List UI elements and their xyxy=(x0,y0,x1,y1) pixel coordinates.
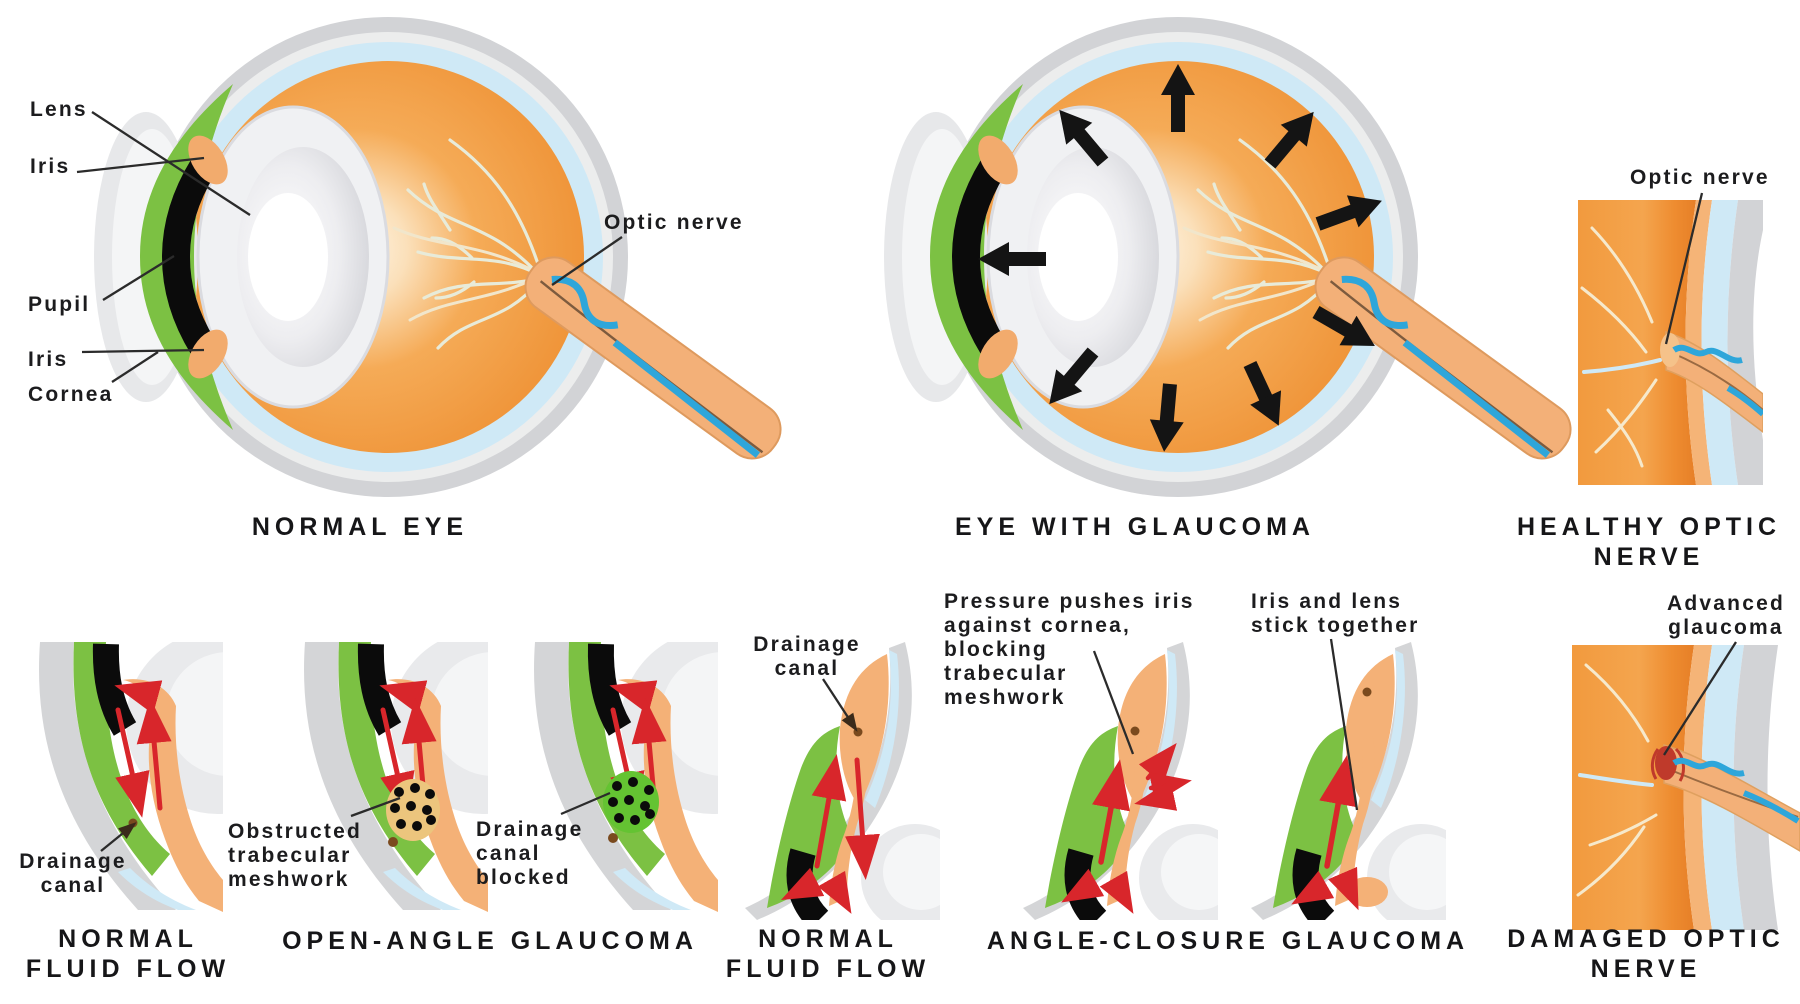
blue-band xyxy=(1701,200,1738,485)
pupil-label: Pupil xyxy=(28,293,91,316)
drainage-canal-blocked-section xyxy=(513,642,718,914)
optic-nerve-label: Optic nerve xyxy=(604,211,744,234)
fluid-flow-arrows xyxy=(780,754,880,914)
normal-fluid-flow-title-1: NORMAL FLUID FLOW xyxy=(25,925,231,983)
angle-closure-glaucoma-title: ANGLE-CLOSURE GLAUCOMA xyxy=(986,927,1470,955)
normal-eyeball xyxy=(94,17,791,497)
iris-lens-stick-label: Iris and lens stick together xyxy=(1251,590,1420,637)
healthy-optic-nerve-illustration xyxy=(1578,200,1763,485)
iris-top-label: Iris xyxy=(30,155,71,178)
healthy-optic-nerve-title: HEALTHY OPTIC NERVE xyxy=(1516,513,1782,571)
damaged-optic-nerve-title: DAMAGED OPTIC NERVE xyxy=(1507,925,1785,983)
normal-fluid-flow-title-2: NORMAL FLUID FLOW xyxy=(725,925,931,983)
drainage-canal-blocked-label: Drainage canal blocked xyxy=(476,818,584,889)
damaged-optic-nerve xyxy=(1650,743,1800,852)
advanced-glaucoma-label: Advanced glaucoma xyxy=(1667,592,1785,639)
iris-lens-stick-section xyxy=(1251,640,1446,920)
sclera-band xyxy=(1733,645,1778,930)
nerve-vessel-line xyxy=(1726,385,1763,417)
retina-vessels xyxy=(1576,663,1658,897)
obstructed-meshwork-section xyxy=(283,642,488,914)
open-angle-glaucoma-title: OPEN-ANGLE GLAUCOMA xyxy=(282,927,698,955)
eye-with-glaucoma-title: EYE WITH GLAUCOMA xyxy=(955,513,1315,541)
drainage-canal-dot xyxy=(128,818,138,828)
drainage-canal-dot xyxy=(608,833,618,843)
iris-bottom-label: Iris xyxy=(28,348,69,371)
drainage-canal-dot xyxy=(853,727,863,737)
obstructed-trabecular-meshwork xyxy=(386,779,440,847)
damaged-optic-nerve-illustration xyxy=(1572,645,1800,930)
retina-vessels xyxy=(1580,226,1662,468)
normal-eye-title: NORMAL EYE xyxy=(251,513,469,541)
drainage-canal-label-2: Drainage canal xyxy=(753,633,861,680)
normal-eye-illustration xyxy=(88,2,818,522)
pressure-pushes-iris-label: Pressure pushes iris against cornea, blo… xyxy=(944,590,1195,709)
pressure-arrows-red xyxy=(1061,743,1192,914)
drainage-canal-dot xyxy=(388,837,398,847)
drainage-canal-dot xyxy=(1362,687,1372,697)
nerve-vessel-squiggle xyxy=(1672,757,1745,777)
blocked-drainage-canal xyxy=(603,771,659,843)
normal-fluid-flow-section-2 xyxy=(745,640,940,920)
drainage-canal-dot xyxy=(1130,726,1140,736)
healthy-optic-nerve-label: Optic nerve xyxy=(1630,166,1770,189)
nerve-vessel-squiggle xyxy=(1672,344,1743,364)
drainage-canal-label-1: Drainage canal xyxy=(19,850,127,897)
cornea-label: Cornea xyxy=(28,383,114,406)
lens-label: Lens xyxy=(30,98,88,121)
nerve-vessel-line xyxy=(1742,790,1800,824)
obstructed-meshwork-label: Obstructed trabecular meshwork xyxy=(228,820,363,891)
sclera-band xyxy=(1727,200,1763,485)
glaucoma-eye-illustration xyxy=(878,2,1608,522)
